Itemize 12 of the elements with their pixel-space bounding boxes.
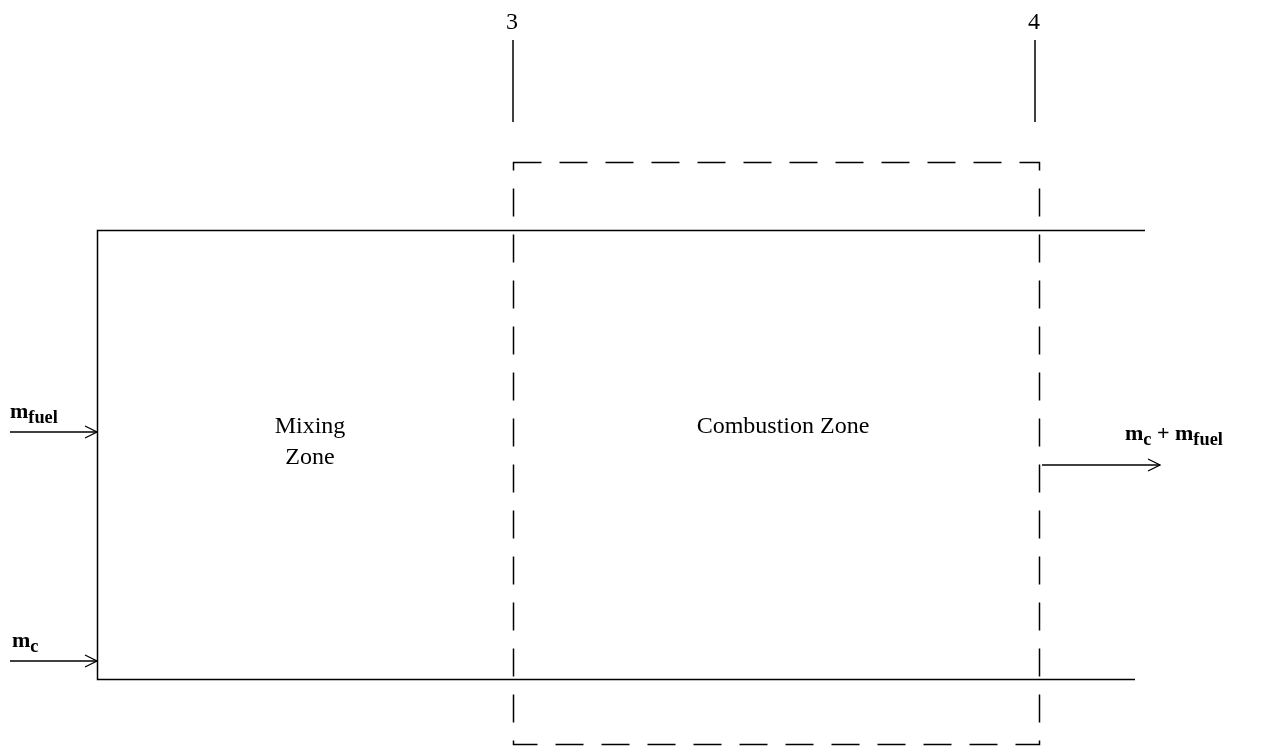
flow-arrow (9, 654, 98, 668)
mass-flow-label: m$_{c}$ + m$_{fuel}$ (1125, 420, 1223, 451)
control-volume-boundary (513, 162, 1040, 745)
zone-label: Combustion Zone (695, 411, 871, 440)
flow-arrow (9, 425, 98, 439)
flow-arrow (1041, 458, 1161, 472)
station-number: 3 (506, 8, 518, 35)
zone-label: Mixing Zone (273, 411, 347, 472)
combustor-duct (97, 230, 513, 680)
mass-flow-label: m$_{fuel}$ (10, 398, 58, 429)
mass-flow-label: m$_{c}$ (12, 627, 39, 658)
station-number: 4 (1028, 8, 1040, 35)
